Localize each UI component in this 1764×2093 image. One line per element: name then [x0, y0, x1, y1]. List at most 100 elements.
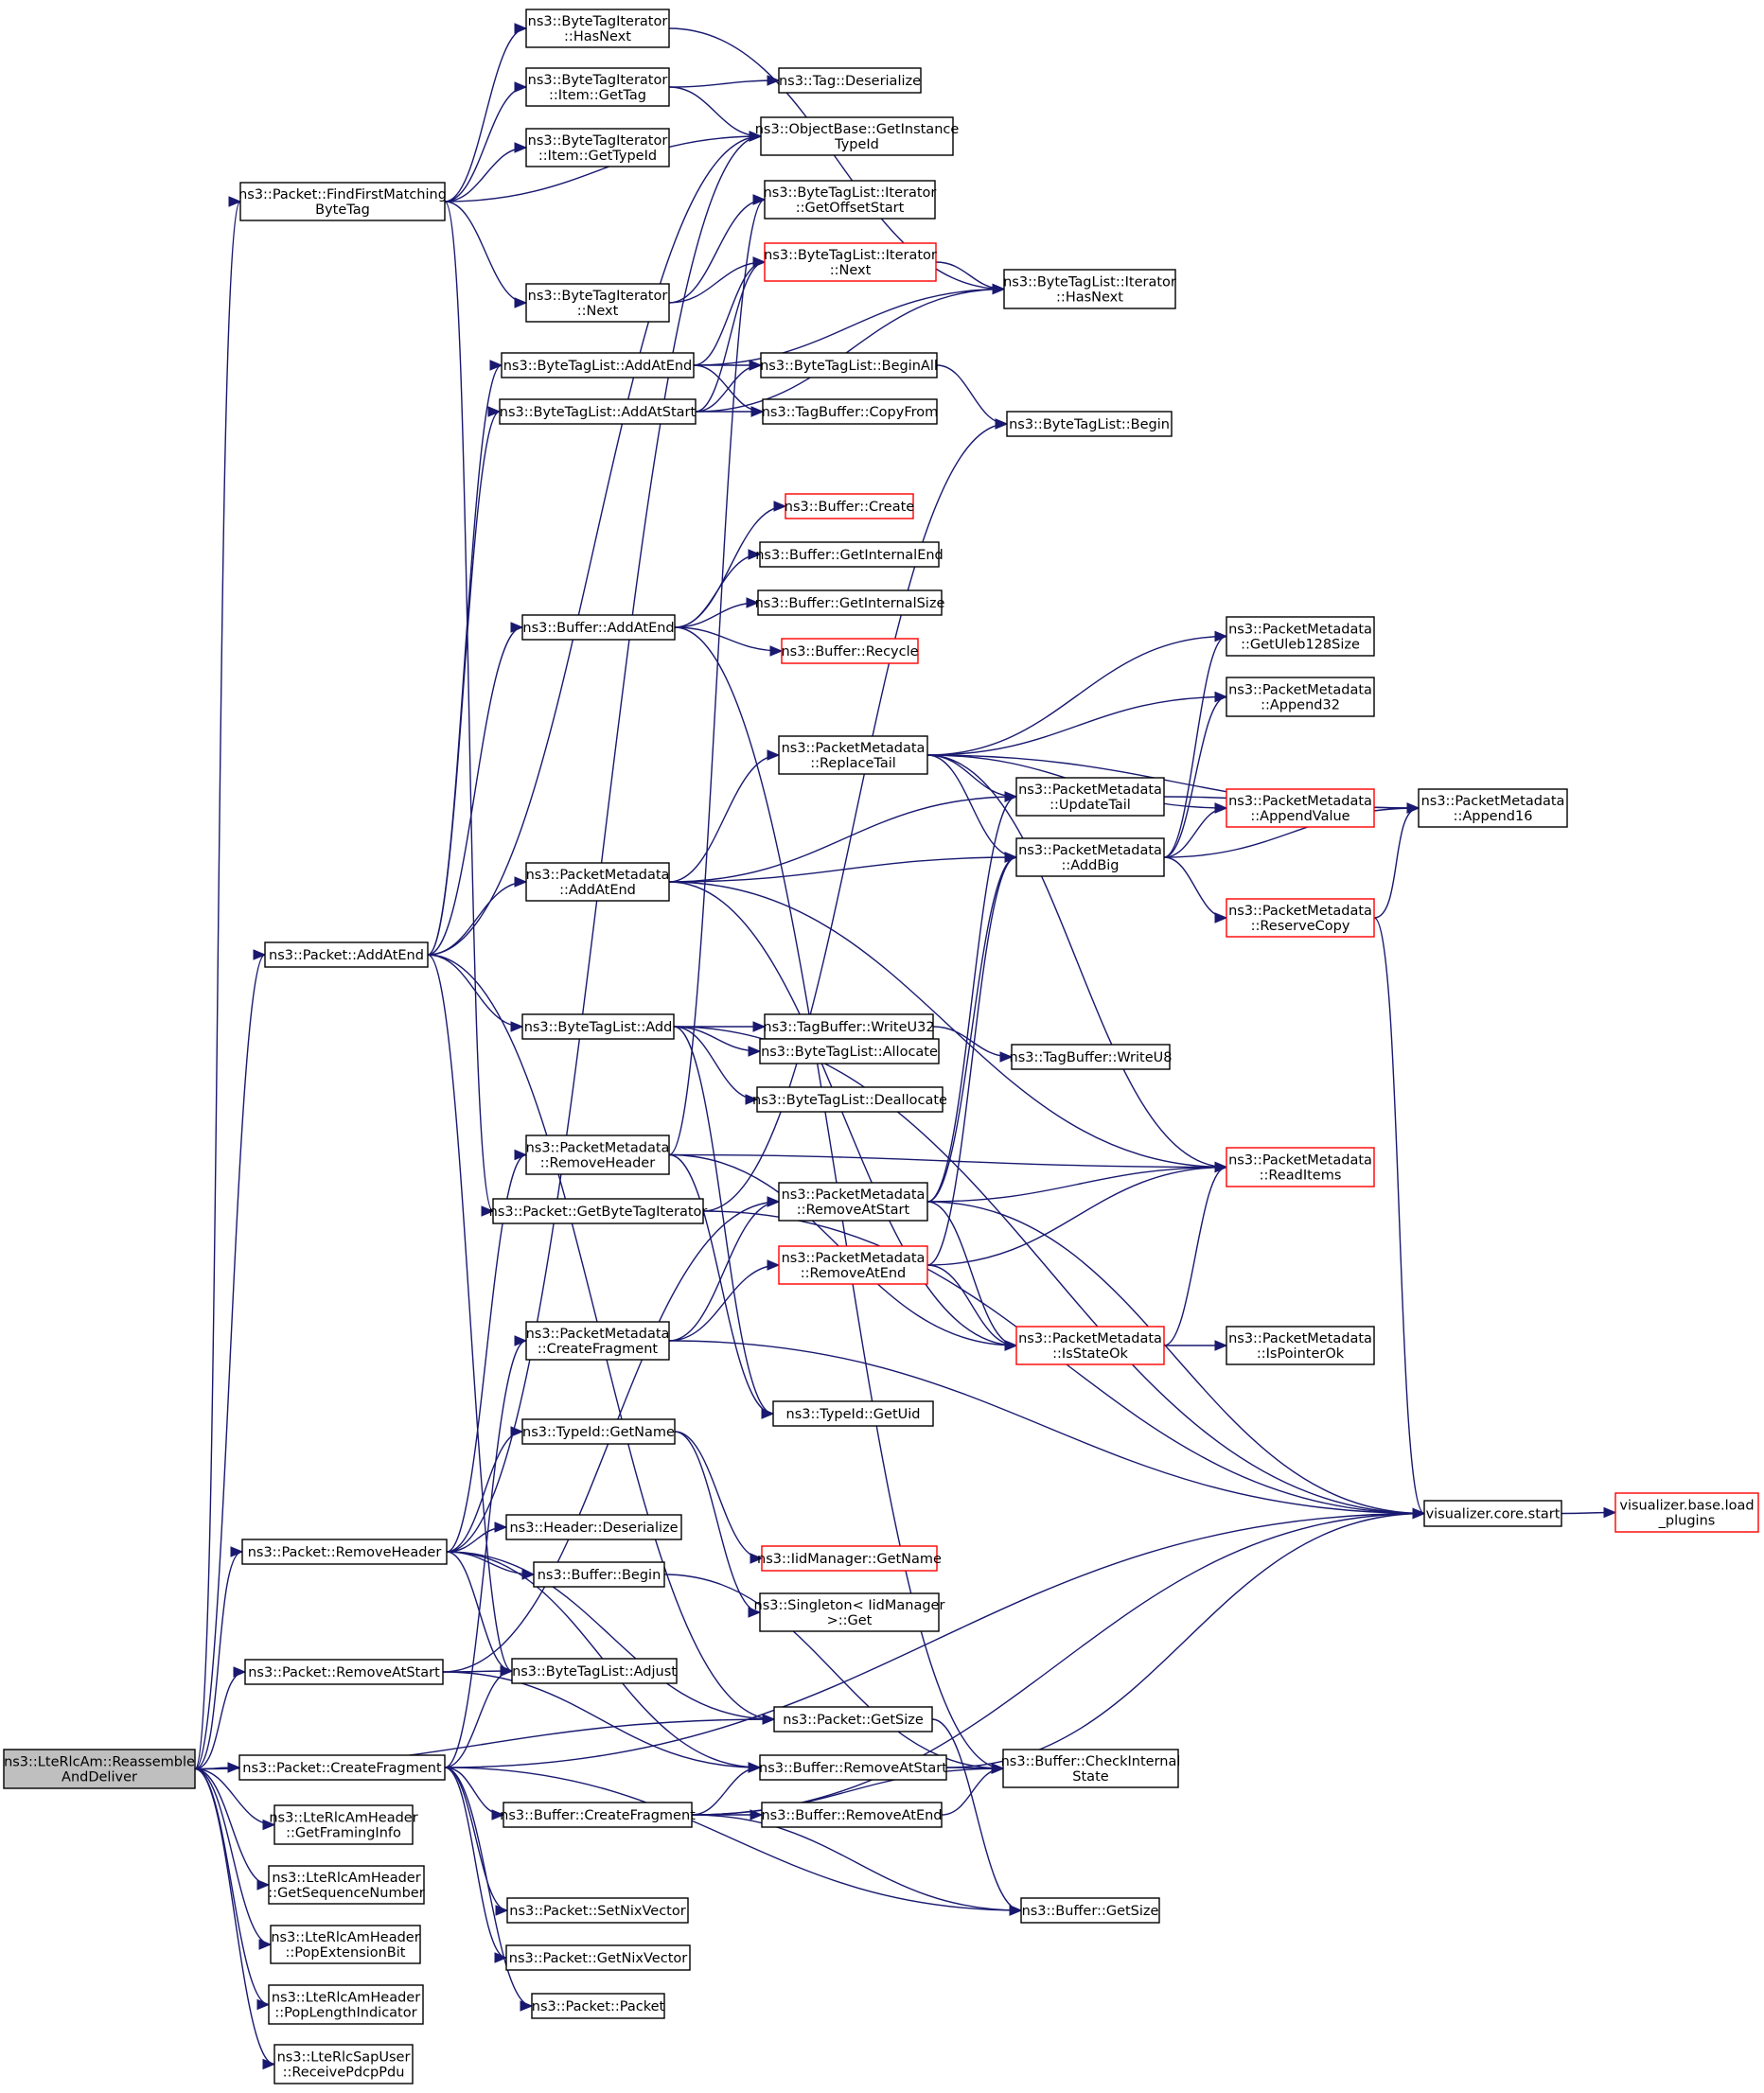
node-pkt-set-nix[interactable]: ns3::Packet::SetNixVector [506, 1897, 689, 1924]
node-tb-write-u8[interactable]: ns3::TagBuffer::WriteU8 [1010, 1044, 1173, 1070]
node-buf-get-int-end[interactable]: ns3::Buffer::GetInternalEnd [755, 541, 944, 568]
node-pm-add-big[interactable]: ns3::PacketMetadata::AddBig [1015, 837, 1165, 877]
node-viz-load[interactable]: visualizer.base.load_plugins [1614, 1492, 1759, 1533]
node-bti-has-next[interactable]: ns3::ByteTagIterator::HasNext [525, 9, 670, 48]
node-btl-add-at-end[interactable]: ns3::ByteTagList::AddAtEnd [501, 352, 695, 378]
node-btl-it-get-offset[interactable]: ns3::ByteTagList::Iterator::GetOffsetSta… [764, 180, 937, 220]
node-box [757, 589, 943, 616]
node-btl-it-has-next[interactable]: ns3::ByteTagList::Iterator::HasNext [1003, 269, 1176, 309]
node-buf-remove-at-start[interactable]: ns3::Buffer::RemoveAtStart [759, 1754, 947, 1781]
node-label: visualizer.base.load [1619, 1499, 1754, 1514]
node-box [505, 1514, 682, 1540]
node-pkt-get-bti[interactable]: ns3::Packet::GetByteTagIterator [489, 1198, 708, 1224]
node-tb-write-u32[interactable]: ns3::TagBuffer::WriteU32 [763, 1013, 935, 1040]
node-btl-deallocate[interactable]: ns3::ByteTagList::Deallocate [752, 1086, 947, 1113]
node-pm-read-items[interactable]: ns3::PacketMetadata::ReadItems [1226, 1147, 1375, 1187]
node-buf-get-int-size[interactable]: ns3::Buffer::GetInternalSize [755, 589, 945, 616]
node-btl-it-next[interactable]: ns3::ByteTagList::Iterator::Next [764, 242, 937, 282]
node-buf-recycle[interactable]: ns3::Buffer::Recycle [781, 638, 919, 664]
node-label: ::Item::GetTag [549, 88, 646, 103]
node-buf-remove-at-end[interactable]: ns3::Buffer::RemoveAtEnd [761, 1802, 943, 1828]
node-bti-get-type-id[interactable]: ns3::ByteTagIterator::Item::GetTypeId [525, 128, 670, 167]
node-box [1614, 1492, 1759, 1533]
node-btl-add[interactable]: ns3::ByteTagList::Add [521, 1013, 675, 1040]
node-label: ::IsPointerOk [1257, 1346, 1345, 1362]
node-hdr-pop-len[interactable]: ns3::LteRlcAmHeader::PopLengthIndicator [268, 1984, 424, 2025]
node-btl-allocate[interactable]: ns3::ByteTagList::Allocate [759, 1038, 940, 1064]
node-buf-begin[interactable]: ns3::Buffer::Begin [533, 1561, 665, 1588]
node-btl-begin-all[interactable]: ns3::ByteTagList::BeginAll [760, 352, 938, 378]
node-pm-get-uleb[interactable]: ns3::PacketMetadata::GetUleb128Size [1226, 616, 1375, 657]
node-pm-update-tail[interactable]: ns3::PacketMetadata::UpdateTail [1015, 777, 1165, 817]
node-label: ns3::PacketMetadata [1228, 623, 1372, 638]
node-pm-remove-at-end[interactable]: ns3::PacketMetadata::RemoveAtEnd [778, 1245, 928, 1285]
edge-pm-add-at-end-to-pm-update-tail [668, 791, 1018, 883]
node-buf-create[interactable]: ns3::Buffer::Create [785, 493, 915, 519]
node-label: ns3::ByteTagList::Iterator [764, 248, 937, 263]
node-buf-add-at-end[interactable]: ns3::Buffer::AddAtEnd [521, 614, 676, 641]
node-pm-add-at-end[interactable]: ns3::PacketMetadata::AddAtEnd [525, 862, 670, 902]
node-box [1226, 616, 1375, 657]
node-btl-adjust[interactable]: ns3::ByteTagList::Adjust [511, 1658, 678, 1684]
node-hdr-deserialize[interactable]: ns3::Header::Deserialize [505, 1514, 682, 1540]
node-pm-append-value[interactable]: ns3::PacketMetadata::AppendValue [1226, 788, 1375, 828]
node-pkt-get-size[interactable]: ns3::Packet::GetSize [773, 1706, 933, 1732]
node-pkt-remove-header[interactable]: ns3::Packet::RemoveHeader [241, 1539, 448, 1565]
node-hdr-seq[interactable]: ns3::LteRlcAmHeader::GetSequenceNumber [268, 1865, 425, 1905]
node-label: ns3::Packet::RemoveHeader [248, 1545, 442, 1560]
node-type-get-uid[interactable]: ns3::TypeId::GetUid [772, 1400, 934, 1427]
edge-root-to-hdr-pop-ext [194, 1768, 273, 1950]
node-hdr-framing[interactable]: ns3::LteRlcAmHeader::GetFramingInfo [269, 1804, 418, 1845]
node-type-get-name[interactable]: ns3::TypeId::GetName [521, 1418, 676, 1445]
node-pm-append16[interactable]: ns3::PacketMetadata::Append16 [1418, 788, 1568, 828]
node-pm-create-fragment[interactable]: ns3::PacketMetadata::CreateFragment [525, 1321, 670, 1361]
node-pkt-packet[interactable]: ns3::Packet::Packet [531, 1993, 665, 2019]
node-box [778, 1182, 928, 1222]
node-viz-start[interactable]: visualizer.core.start [1423, 1500, 1562, 1527]
node-label: ns3::TypeId::GetName [522, 1425, 675, 1440]
node-label: ns3::PacketMetadata [1018, 783, 1162, 798]
node-pkt-add-at-end[interactable]: ns3::Packet::AddAtEnd [264, 941, 429, 968]
node-btl-add-at-start[interactable]: ns3::ByteTagList::AddAtStart [499, 398, 697, 425]
node-buf-get-size[interactable]: ns3::Buffer::GetSize [1020, 1897, 1160, 1924]
node-box [503, 1802, 693, 1828]
node-label: TypeId [834, 137, 879, 152]
node-pkt-get-nix[interactable]: ns3::Packet::GetNixVector [505, 1944, 691, 1971]
node-pm-remove-at-start[interactable]: ns3::PacketMetadata::RemoveAtStart [778, 1182, 928, 1222]
node-tb-copy-from[interactable]: ns3::TagBuffer::CopyFrom [762, 398, 939, 425]
node-label: ::UpdateTail [1050, 798, 1131, 813]
node-buf-create-fragment[interactable]: ns3::Buffer::CreateFragment [500, 1802, 696, 1828]
edge-pkt-add-at-end-to-btl-add [427, 954, 524, 1032]
node-pm-is-pointer-ok[interactable]: ns3::PacketMetadata::IsPointerOk [1226, 1326, 1375, 1365]
node-pm-replace-tail[interactable]: ns3::PacketMetadata::ReplaceTail [778, 735, 928, 775]
node-label: ns3::PacketMetadata [526, 868, 670, 883]
node-btl-begin[interactable]: ns3::ByteTagList::Begin [1006, 411, 1173, 437]
node-pkt-create-fragment[interactable]: ns3::Packet::CreateFragment [238, 1754, 446, 1781]
node-singleton-get[interactable]: ns3::Singleton< IidManager>::Get [754, 1592, 945, 1632]
node-tag-deserialize[interactable]: ns3::Tag::Deserialize [778, 67, 922, 94]
node-label: ::CreateFragment [538, 1342, 659, 1357]
node-pm-append32[interactable]: ns3::PacketMetadata::Append32 [1226, 677, 1375, 717]
node-pm-remove-header[interactable]: ns3::PacketMetadata::RemoveHeader [525, 1134, 670, 1175]
edge-root-to-hdr-framing [194, 1768, 276, 1831]
node-label: ns3::PacketMetadata [1228, 904, 1372, 919]
node-box [241, 1539, 448, 1565]
node-label: ns3::ByteTagList::Adjust [512, 1664, 677, 1680]
node-sap-receive[interactable]: ns3::LteRlcSapUser::ReceivePdcpPdu [273, 2044, 414, 2084]
node-pm-is-state-ok[interactable]: ns3::PacketMetadata::IsStateOk [1015, 1326, 1165, 1365]
node-pm-reserve-copy[interactable]: ns3::PacketMetadata::ReserveCopy [1226, 898, 1375, 938]
node-hdr-pop-ext[interactable]: ns3::LteRlcAmHeader::PopExtensionBit [270, 1925, 421, 1964]
node-box [773, 1706, 933, 1732]
node-label: ns3::PacketMetadata [1228, 683, 1372, 698]
node-bti-next[interactable]: ns3::ByteTagIterator::Next [525, 283, 670, 323]
node-pkt-remove-at-start[interactable]: ns3::Packet::RemoveAtStart [244, 1659, 444, 1685]
edge-root-to-pkt-create-fragment [194, 1762, 241, 1773]
node-box [761, 1802, 943, 1828]
edge-find-first-to-bti-get-type-id [444, 142, 528, 202]
node-bti-get-tag[interactable]: ns3::ByteTagIterator::Item::GetTag [525, 67, 670, 107]
node-iid-get-name[interactable]: ns3::IidManager::GetName [757, 1545, 942, 1572]
